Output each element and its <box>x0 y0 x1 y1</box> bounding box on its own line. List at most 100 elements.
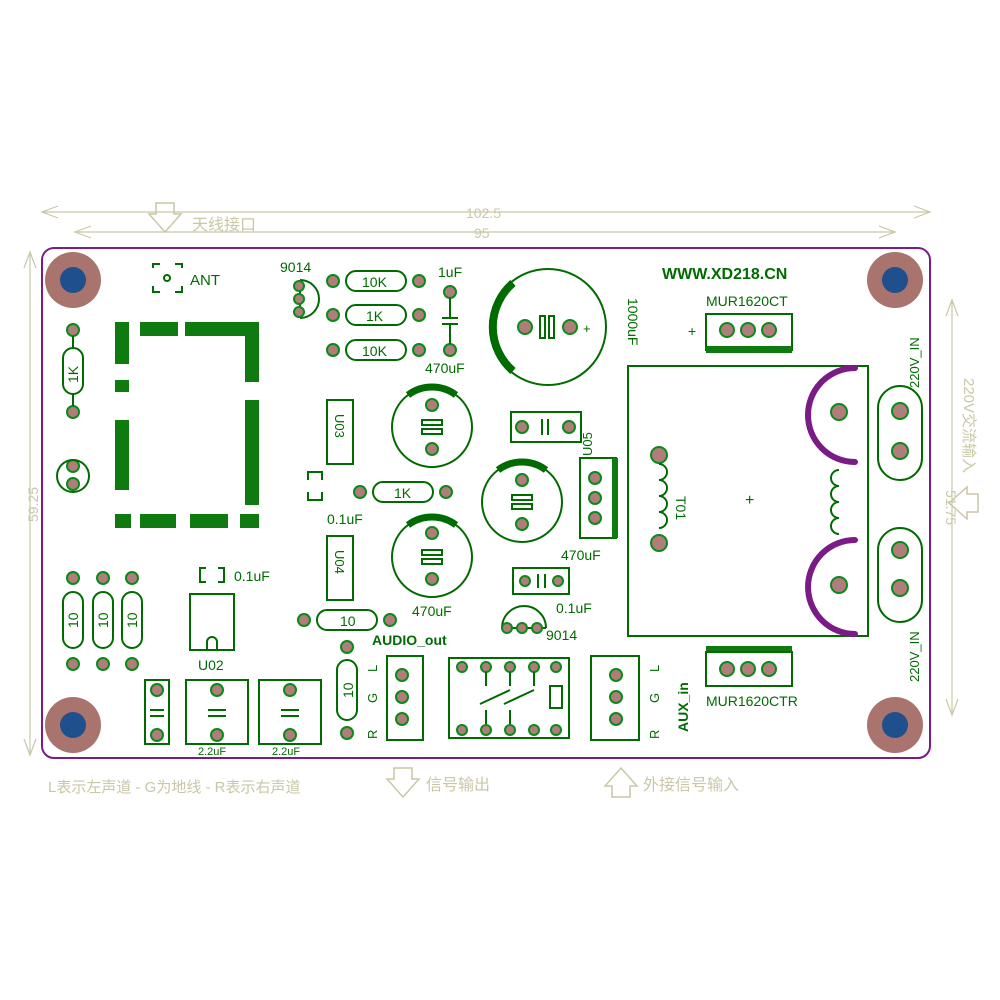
plus-1000uf: + <box>583 321 591 336</box>
website-label: WWW.XD218.CN <box>662 266 787 283</box>
r-1k-mid-label: 1K <box>394 485 412 501</box>
t01-plus: + <box>745 492 754 509</box>
c-470uf-a-label: 470uF <box>425 360 465 376</box>
c-01uf-a-label: 0.1uF <box>234 568 270 584</box>
dim-height-right: 51.75 <box>943 490 959 525</box>
aux-pin-g: G <box>647 693 662 703</box>
aux-in-connector <box>590 655 640 741</box>
capacitor-1000uf <box>488 268 607 386</box>
r-1k-left-label: 1K <box>65 365 81 383</box>
ac-in-bottom-label: 220V_IN <box>907 631 922 682</box>
u03-label: U03 <box>332 414 347 438</box>
u05-regulator <box>579 457 618 539</box>
u02-label: U02 <box>198 657 224 673</box>
capacitor-470uf-right <box>481 458 563 543</box>
u02-chip <box>189 593 235 651</box>
capacitor-01uf-a <box>199 567 225 583</box>
resistor-10-b <box>92 571 114 671</box>
r-10-bottom-label: 10 <box>340 613 356 629</box>
mur1620ct-diode <box>705 313 793 353</box>
r-10k-a-label: 10K <box>362 274 388 290</box>
c-1000uf-label: 1000uF <box>625 298 641 345</box>
mounting-hole-bottom-right <box>867 697 923 753</box>
c-1uf-label: 1uF <box>438 264 462 280</box>
c-22uf-a-label: 2.2uF <box>198 746 226 758</box>
audio-out-label: AUDIO_out <box>372 632 447 648</box>
mur-bottom-label: MUR1620CTR <box>706 693 798 709</box>
signal-out-arrow-icon <box>385 767 421 799</box>
resistor-1k-mid <box>353 481 453 503</box>
audio-pin-l: L <box>365 665 380 672</box>
resistor-1k-a <box>326 304 426 326</box>
u03-chip <box>326 399 354 465</box>
capacitor-470uf-upper <box>391 383 473 468</box>
mur-top-plus: + <box>688 323 696 339</box>
capacitor-01uf-c <box>512 567 570 595</box>
resistor-10k-a <box>326 270 426 292</box>
resistor-10-bottom <box>297 609 397 631</box>
board-outline <box>41 247 931 759</box>
antenna-arrow-icon <box>147 202 183 234</box>
ac-input-label: 220V交流输入 <box>960 378 978 473</box>
ac-in-top-label: 220V_IN <box>907 337 922 388</box>
r-10-c-label: 10 <box>124 612 140 628</box>
transformer-t01 <box>627 365 869 637</box>
ac-input-top <box>877 385 923 481</box>
aux-pin-r: R <box>647 730 662 739</box>
signal-in-label: 外接信号输入 <box>643 776 739 794</box>
r-10-audio-label: 10 <box>340 682 356 698</box>
c-470uf-c-label: 470uF <box>561 547 601 563</box>
capacitor-22uf-a <box>185 679 249 745</box>
ac-input-bottom <box>877 527 923 623</box>
mur-top-label: MUR1620CT <box>706 293 788 309</box>
audio-pin-r: R <box>365 730 380 739</box>
c-01uf-b-label: 0.1uF <box>327 511 363 527</box>
r-1k-a-label: 1K <box>366 308 384 324</box>
t01-label: T01 <box>673 496 689 520</box>
u04-chip <box>326 535 354 601</box>
dim-width-outer: 102.5 <box>466 205 501 221</box>
antenna-connector-icon <box>152 263 183 293</box>
antenna-arrow-label: 天线接口 <box>192 216 256 234</box>
r-10k-b-label: 10K <box>362 343 388 359</box>
capacitor-22uf-b <box>258 679 322 745</box>
mounting-hole-bottom-left <box>45 697 101 753</box>
signal-in-arrow-icon <box>603 766 639 798</box>
ac-input-arrow-icon <box>947 485 979 521</box>
ant-label: ANT <box>190 272 220 289</box>
q2-label: 9014 <box>546 627 577 643</box>
aux-pin-l: L <box>647 665 662 672</box>
capacitor-small-bottom-left <box>144 679 170 745</box>
signal-out-label: 信号输出 <box>426 776 490 794</box>
resistor-10-a <box>62 571 84 671</box>
audio-pin-g: G <box>365 693 380 703</box>
capacitor-small-u03 <box>307 471 323 501</box>
dimension-lines <box>23 205 959 757</box>
transistor-9014-top <box>293 279 320 319</box>
rf-module-outline <box>115 322 259 528</box>
c-470uf-b-label: 470uF <box>412 603 452 619</box>
resistor-1k-left <box>56 323 90 493</box>
r-10-a-label: 10 <box>65 612 81 628</box>
resistor-10-audio <box>336 640 358 740</box>
mur1620ctr-diode <box>705 646 793 687</box>
dim-height-left: 59.25 <box>25 487 41 522</box>
relay-switch <box>448 657 570 739</box>
aux-in-label: AUX_in <box>675 682 691 732</box>
resistor-10k-b <box>326 339 426 361</box>
capacitor-470uf-lower <box>391 513 473 598</box>
audio-out-connector <box>386 655 424 741</box>
u05-label: U05 <box>580 432 595 456</box>
capacitor-small-u05-top <box>510 411 582 443</box>
transistor-9014-bottom <box>501 605 547 634</box>
c-22uf-b-label: 2.2uF <box>272 746 300 758</box>
mounting-hole-top-right <box>867 252 923 308</box>
dim-width-inner: 95 <box>474 225 490 241</box>
r-10-b-label: 10 <box>95 612 111 628</box>
resistor-10-c <box>121 571 143 671</box>
c-01uf-c-label: 0.1uF <box>556 600 592 616</box>
mounting-hole-top-left <box>45 252 101 308</box>
u04-label: U04 <box>332 550 347 574</box>
q1-label: 9014 <box>280 259 311 275</box>
